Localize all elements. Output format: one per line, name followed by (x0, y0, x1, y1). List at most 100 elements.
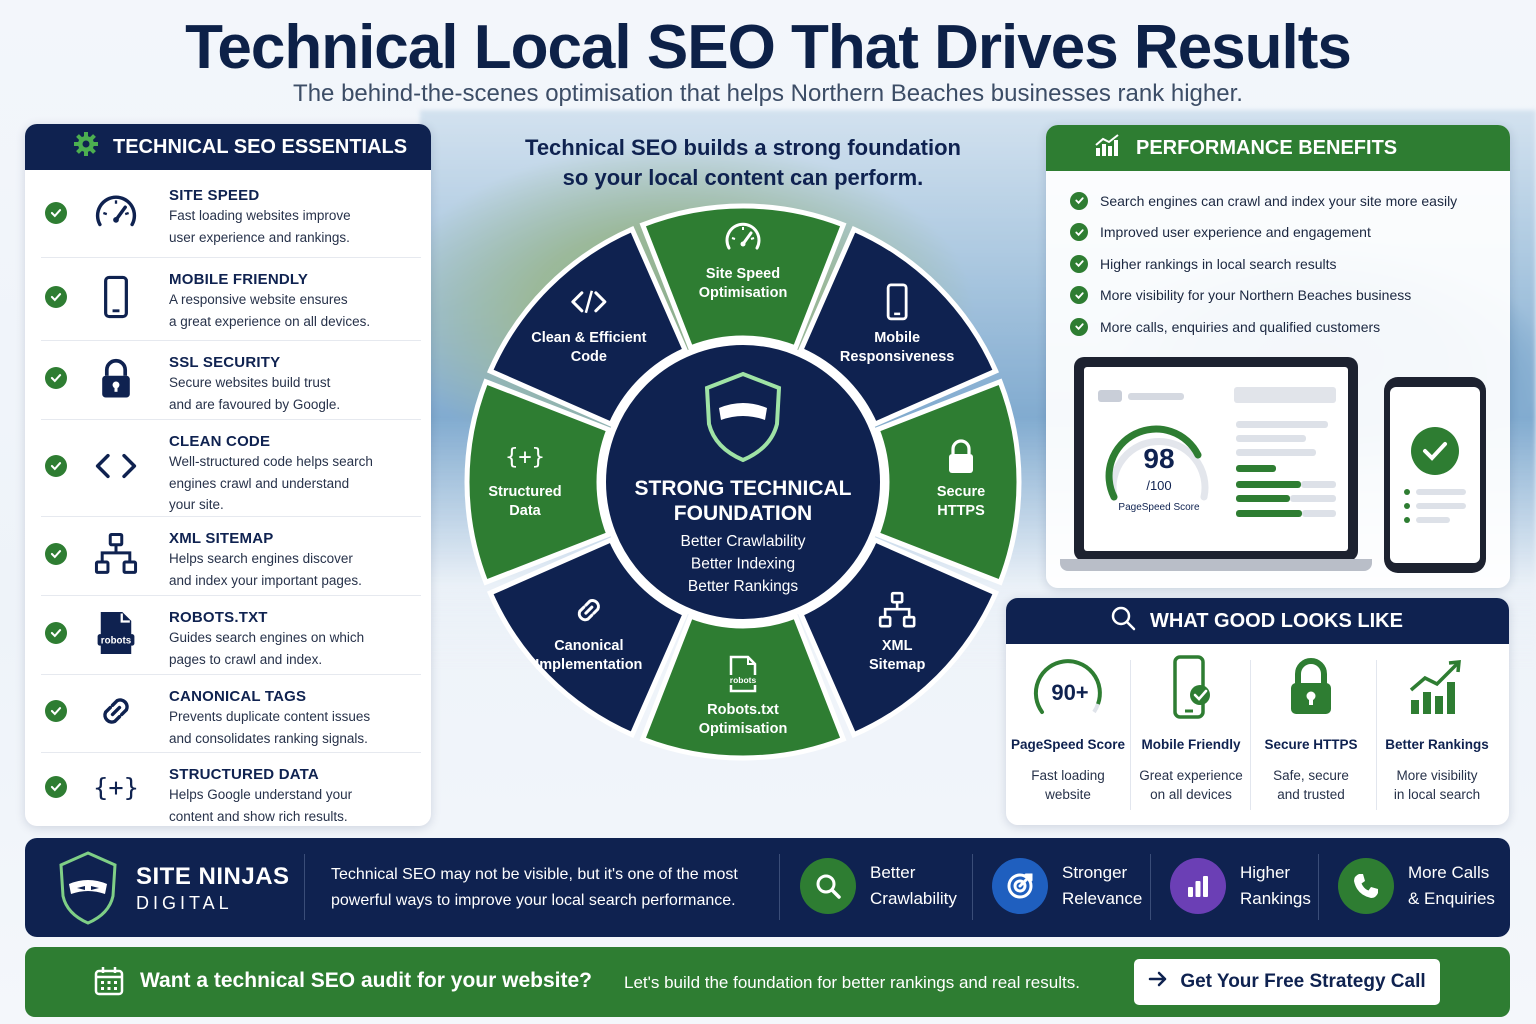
check-icon (1070, 223, 1088, 242)
foundation-wheel: Site SpeedOptimisationMobileResponsivene… (464, 203, 1022, 761)
essentials-item-title: SITE SPEED (169, 187, 260, 204)
check-icon (45, 366, 67, 389)
check-icon (45, 621, 67, 644)
wheel-segment-label: XML (882, 638, 913, 654)
banner-message-line: Technical SEO may not be visible, but it… (331, 866, 738, 883)
check-icon (45, 454, 67, 477)
strategy-call-button[interactable]: Get Your Free Strategy Call (1134, 959, 1440, 1005)
wheel-segment (639, 203, 847, 352)
code-brackets-icon (91, 441, 141, 491)
chain-link-icon (91, 686, 141, 736)
wheel-segment-label: Sitemap (869, 657, 926, 673)
essentials-item-desc: Fast loading websites improve (169, 208, 351, 223)
check-circle-icon (1411, 427, 1459, 475)
benefit-item: Improved user experience and engagement (1070, 217, 1457, 249)
core-benefit-line: Better Indexing (691, 556, 795, 573)
cta-bar: Want a technical SEO audit for your webs… (25, 947, 1510, 1017)
essentials-item-desc: and index your important pages. (169, 572, 362, 588)
speedometer-icon (725, 222, 761, 250)
check-icon (45, 285, 67, 308)
svg-text:{+}: {+} (93, 773, 139, 802)
laptop-mockup: 98 /100 PageSpeed Score (1060, 357, 1372, 573)
foundation-core (600, 339, 886, 625)
banner-message-line: powerful ways to improve your local sear… (331, 892, 736, 909)
phone-icon (1338, 858, 1394, 914)
wheel-segment-label: Canonical (554, 638, 623, 654)
gauge-ring-icon: 90+ (1008, 654, 1128, 729)
wheel-segment-label: Optimisation (699, 721, 788, 737)
core-title: FOUNDATION (674, 502, 812, 525)
banner-feature-label: More Calls& Enquiries (1408, 863, 1495, 908)
padlock-icon (91, 353, 141, 403)
essentials-item-desc: Secure websites build trust (169, 375, 331, 390)
divider (1130, 660, 1131, 810)
check-icon (45, 542, 67, 565)
essentials-item: {+} STRUCTURED DATA Helps Google understan… (41, 753, 421, 826)
good-item-label: Secure HTTPS (1264, 737, 1358, 752)
pagespeed-gauge (1105, 425, 1209, 501)
core-title: STRONG TECHNICAL (635, 477, 852, 500)
bar-chart-up-icon (1377, 654, 1497, 729)
ninja-mask-icon (704, 371, 782, 463)
divider (1376, 660, 1377, 810)
essentials-item-title: ROBOTS.TXT (169, 609, 268, 626)
essentials-item-desc: and are favoured by Google. (169, 396, 341, 412)
essentials-item-desc: Helps search engines discover (169, 551, 353, 566)
core-benefit-line: Better Rankings (688, 578, 799, 595)
search-icon (1110, 605, 1136, 637)
wheel-segment-label: Site Speed (706, 266, 780, 282)
sitemap-icon (878, 591, 916, 628)
essentials-item-title: STRUCTURED DATA (169, 766, 319, 783)
essentials-item-desc: Helps Google understand your (169, 787, 353, 802)
wheel-segment (873, 378, 1022, 586)
check-icon (1070, 286, 1088, 305)
phone-check-icon (1131, 654, 1251, 729)
essentials-item-desc: and consolidates ranking signals. (169, 730, 368, 746)
brand-banner: SITE NINJAS DIGITAL Technical SEO may no… (25, 838, 1510, 937)
essentials-item-desc: Prevents duplicate content issues (169, 709, 371, 724)
cta-message: Let's build the foundation for better ra… (624, 973, 1080, 992)
wheel-segment-label: Mobile (874, 330, 920, 346)
divider (972, 854, 973, 920)
wheel-segment-label: Data (509, 503, 541, 519)
laptop-score: 98 (1143, 443, 1175, 474)
good-item-label: PageSpeed Score (1010, 737, 1126, 752)
speedometer-icon (91, 188, 141, 238)
essentials-item-desc: your site. (169, 497, 224, 512)
wheel-segment-label: Code (571, 349, 607, 365)
bar-chart-growth-icon (1094, 133, 1122, 163)
banner-feature: More Calls& Enquiries (1338, 858, 1495, 914)
phone-mockup (1384, 377, 1486, 573)
benefit-item: More calls, enquiries and qualified cust… (1070, 311, 1457, 343)
center-heading: Technical SEO builds a strong foundation… (500, 133, 986, 193)
brand-name: SITE NINJAS (136, 863, 290, 890)
check-icon (1070, 317, 1088, 336)
robots-file-icon: robots (727, 655, 759, 693)
good-heading: WHAT GOOD LOOKS LIKE (1150, 609, 1403, 632)
divider (1250, 660, 1251, 810)
essentials-item-title: MOBILE FRIENDLY (169, 271, 309, 288)
wheel-segment-label: Implementation (535, 657, 642, 673)
page-title: Technical Local SEO That Drives Results (185, 13, 1352, 82)
check-icon (45, 202, 67, 224)
wheel-segment (639, 612, 847, 761)
benefits-list: Search engines can crawl and index your … (1070, 185, 1457, 343)
divider (1150, 854, 1151, 920)
benefit-item: More visibility for your Northern Beache… (1070, 280, 1457, 312)
check-icon (45, 700, 67, 722)
padlock-icon (1251, 654, 1371, 729)
essentials-heading: TECHNICAL SEO ESSENTIALS (113, 135, 408, 158)
essentials-item-title: XML SITEMAP (169, 530, 274, 547)
